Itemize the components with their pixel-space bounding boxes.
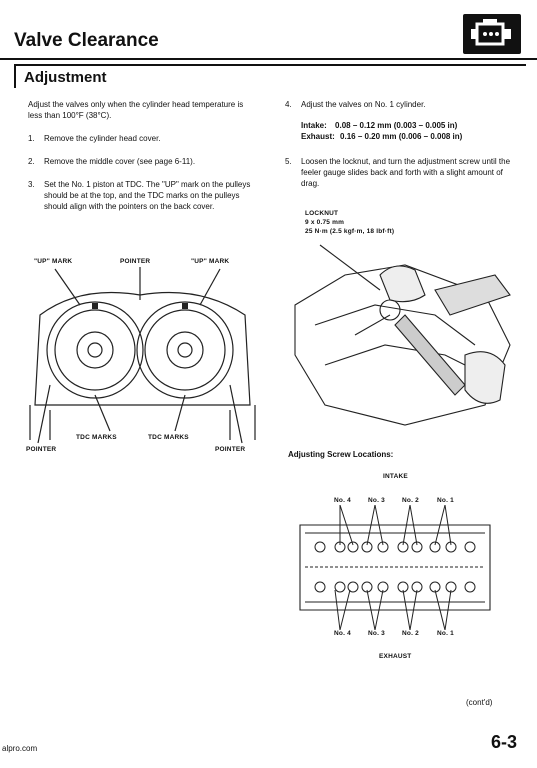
up-mark-label-right: "UP" MARK [191, 258, 230, 265]
bottom-label-no4: No. 4 [334, 630, 351, 637]
tdc-marks-label-left: TDC MARKS [76, 434, 117, 441]
up-mark-label-left: "UP" MARK [34, 258, 73, 265]
intake-spec: Intake: 0.08 – 0.12 mm (0.003 – 0.005 in… [301, 121, 458, 130]
step-3: 3. Set the No. 1 piston at TDC. The "UP"… [28, 180, 251, 211]
locknut-label: LOCKNUT [305, 210, 339, 217]
engine-icon [463, 14, 521, 54]
valve-screw [334, 581, 346, 593]
top-label-no1: No. 1 [437, 497, 454, 504]
intake-label: INTAKE [383, 473, 408, 480]
bottom-label-no2: No. 2 [402, 630, 419, 637]
pointer-label-top: POINTER [120, 258, 151, 265]
locknut-torque: 25 N·m (2.5 kgf·m, 18 lbf·ft) [305, 228, 395, 235]
page-number: 6-3 [490, 732, 517, 752]
continued-note: (cont'd) [466, 698, 493, 707]
pulley-figure [20, 255, 265, 455]
step-5: 5. Loosen the locknut, and turn the adju… [285, 157, 511, 188]
right-column: 4. Adjust the valves on No. 1 cylinder. … [285, 99, 513, 189]
valve-screw [347, 541, 359, 553]
screw-locations-title: Adjusting Screw Locations: [288, 450, 394, 459]
valve-screw [361, 541, 373, 553]
pointer-label-right: POINTER [215, 446, 246, 453]
top-label-no3: No. 3 [368, 497, 385, 504]
valve-screw [347, 581, 359, 593]
tdc-marks-label-right: TDC MARKS [148, 434, 189, 441]
valve-screw [314, 581, 326, 593]
step-1: 1. Remove the cylinder head cover. [28, 134, 161, 143]
valve-screw [464, 541, 476, 553]
section-frame [14, 64, 526, 88]
section-title: Adjustment [24, 69, 107, 86]
cylinder-head-figure [295, 504, 495, 631]
page-title: Valve Clearance [14, 30, 159, 51]
exhaust-label: EXHAUST [379, 653, 412, 660]
valve-screw [377, 541, 389, 553]
valve-screw [411, 541, 423, 553]
top-label-no2: No. 2 [402, 497, 419, 504]
pointer-label-left: POINTER [26, 446, 57, 453]
locknut-size: 9 x 0.75 mm [305, 219, 345, 226]
left-column: Adjust the valves only when the cylinder… [28, 99, 254, 212]
locknut-figure [285, 235, 520, 435]
valve-screw [314, 541, 326, 553]
valve-screw [397, 541, 409, 553]
bottom-label-no3: No. 3 [368, 630, 385, 637]
top-label-no4: No. 4 [334, 497, 351, 504]
step-2: 2. Remove the middle cover (see page 6-1… [28, 157, 196, 166]
step-4: 4. Adjust the valves on No. 1 cylinder. [285, 100, 426, 109]
site-watermark: alpro.com [2, 744, 38, 753]
clearance-specs: Intake: 0.08 – 0.12 mm (0.003 – 0.005 in… [301, 120, 513, 142]
header-rule [0, 58, 537, 60]
valve-screw [429, 541, 441, 553]
bottom-label-no1: No. 1 [437, 630, 454, 637]
valve-screw [464, 581, 476, 593]
exhaust-spec: Exhaust: 0.16 – 0.20 mm (0.006 – 0.008 i… [301, 132, 463, 141]
intro-text: Adjust the valves only when the cylinder… [28, 100, 244, 120]
